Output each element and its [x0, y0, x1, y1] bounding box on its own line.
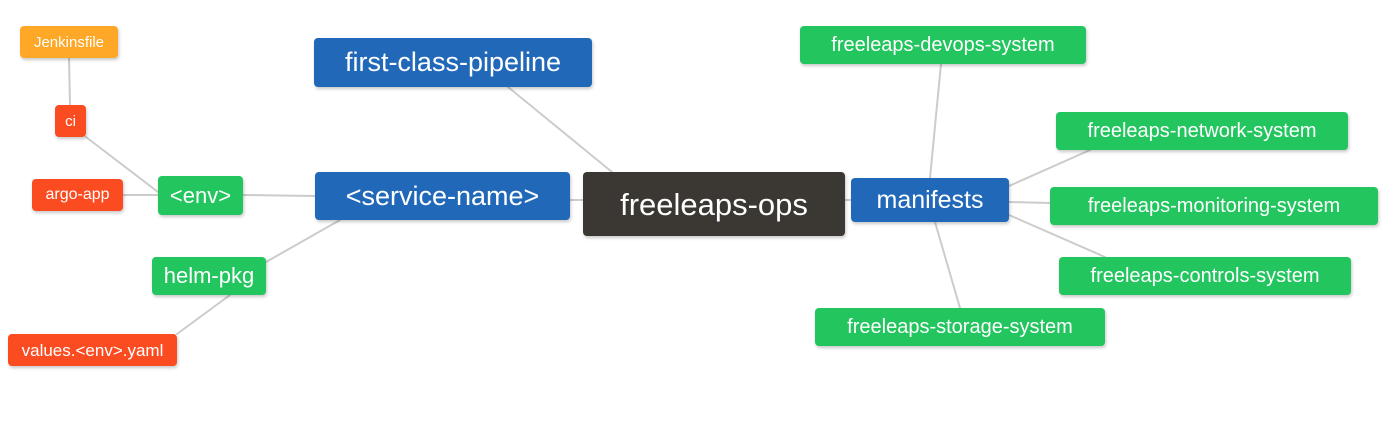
- node-service-name[interactable]: <service-name>: [315, 172, 570, 220]
- node-argo-app[interactable]: argo-app: [32, 179, 123, 211]
- node-freeleaps-network-system[interactable]: freeleaps-network-system: [1056, 112, 1348, 150]
- edge-manifests-to-freeleaps-network-system: [1008, 149, 1091, 187]
- node-freeleaps-devops-system[interactable]: freeleaps-devops-system: [800, 26, 1086, 64]
- node-ci[interactable]: ci: [55, 105, 86, 137]
- edge-manifests-to-freeleaps-storage-system: [934, 221, 961, 309]
- edge-values-env-yaml-to-helm-pkg: [176, 294, 231, 335]
- edge-first-class-pipeline-to-freeleaps-ops: [507, 86, 613, 173]
- edge-manifests-to-freeleaps-monitoring-system: [1008, 201, 1051, 204]
- edge-ci-to-env: [85, 136, 159, 193]
- edge-manifests-to-freeleaps-controls-system: [1008, 214, 1106, 258]
- node-jenkinsfile[interactable]: Jenkinsfile: [20, 26, 118, 58]
- node-helm-pkg[interactable]: helm-pkg: [152, 257, 266, 295]
- edge-manifests-to-freeleaps-devops-system: [929, 63, 942, 179]
- node-first-class-pipeline[interactable]: first-class-pipeline: [314, 38, 592, 87]
- node-freeleaps-controls-system[interactable]: freeleaps-controls-system: [1059, 257, 1351, 295]
- node-freeleaps-monitoring-system[interactable]: freeleaps-monitoring-system: [1050, 187, 1378, 225]
- edge-helm-pkg-to-service-name: [265, 219, 341, 263]
- edge-jenkinsfile-to-ci: [68, 57, 71, 106]
- node-freeleaps-storage-system[interactable]: freeleaps-storage-system: [815, 308, 1105, 346]
- node-freeleaps-ops[interactable]: freeleaps-ops: [583, 172, 845, 236]
- edge-env-to-service-name: [242, 194, 316, 197]
- node-env[interactable]: <env>: [158, 176, 243, 215]
- node-manifests[interactable]: manifests: [851, 178, 1009, 222]
- node-values-env-yaml[interactable]: values.<env>.yaml: [8, 334, 177, 366]
